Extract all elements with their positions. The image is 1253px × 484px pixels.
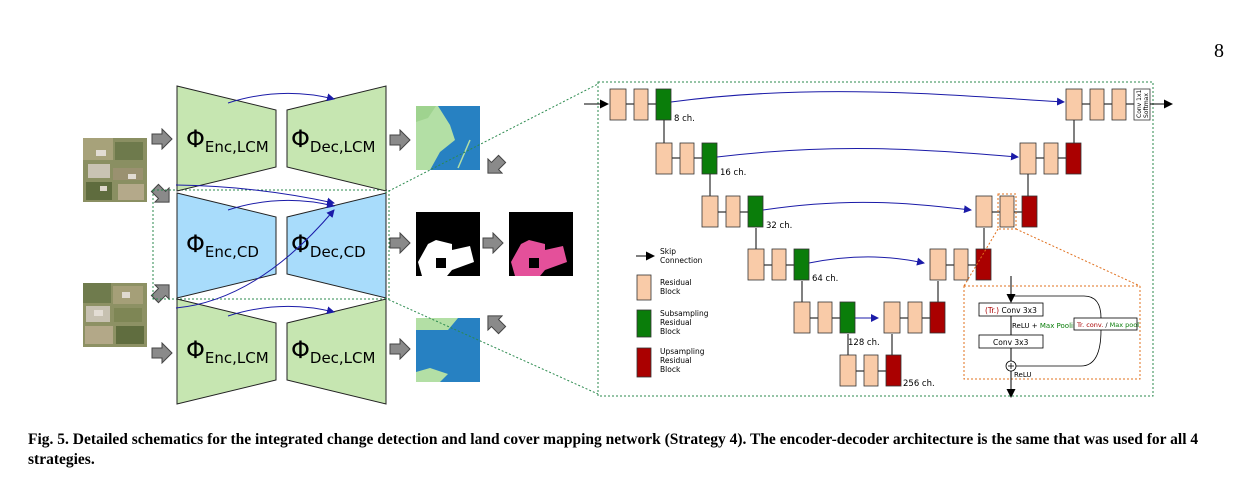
flow-arrow-icon	[482, 232, 504, 254]
final-layer-label-2: Softmax	[1143, 93, 1150, 118]
lcm-decoder-bottom	[286, 298, 387, 405]
flow-arrow-icon	[151, 342, 173, 364]
lcm-decoder-top	[286, 85, 387, 192]
svg-text:Subsampling: Subsampling	[660, 309, 709, 318]
zoomed-block-highlight	[997, 193, 1017, 230]
svg-text:Skip: Skip	[660, 247, 676, 256]
lcm-encoder-bottom	[176, 298, 277, 405]
lcm-decoder-bottom-label: ΦDec,LCM	[291, 336, 375, 367]
svg-text:Block: Block	[660, 287, 681, 296]
land-cover-map-t1	[416, 106, 480, 170]
lcm-encoder-bottom-label: ΦEnc,LCM	[186, 336, 269, 367]
residual-block-internals: (Tr.) Conv 3x3 ReLU + Max Pooling Conv 3…	[978, 276, 1139, 398]
flow-arrow-icon	[480, 308, 510, 338]
channel-label-16: 16 ch.	[720, 168, 746, 178]
final-layer-label-1: Conv 1x1	[1136, 90, 1143, 118]
svg-text:Residual: Residual	[660, 356, 692, 365]
unet-skip-connections	[670, 91, 1065, 322]
flow-arrow-icon	[389, 338, 411, 360]
lcm-encoder-top	[176, 85, 277, 192]
change-map-colored	[509, 212, 573, 276]
channel-label-8: 8 ch.	[674, 114, 695, 124]
svg-text:Upsampling: Upsampling	[660, 347, 705, 356]
lcm-decoder-top-label: ΦDec,LCM	[291, 125, 375, 156]
unet-legend: Skip Connection Residual Block Subsampli…	[636, 247, 709, 378]
conv-bottom-label: Conv 3x3	[993, 338, 1029, 347]
aerial-image-t1	[83, 138, 147, 202]
svg-text:Block: Block	[660, 365, 681, 374]
cd-network-frame	[152, 189, 390, 300]
change-map-binary	[416, 212, 480, 276]
caption-text: Detailed schematics for the integrated c…	[28, 431, 1199, 468]
land-cover-map-t2	[416, 318, 480, 382]
overview-skip-connections	[175, 92, 335, 317]
upsampling-block-swatch	[636, 347, 652, 378]
conv-top-label: (Tr.) Conv 3x3	[985, 306, 1037, 315]
flow-arrow-icon	[480, 151, 510, 181]
flow-arrow-icon	[151, 128, 173, 150]
channel-label-256: 256 ch.	[903, 379, 935, 389]
flow-arrow-icon	[147, 180, 177, 210]
svg-text:Residual: Residual	[660, 318, 692, 327]
side-branch-label: Tr. conv. / Max pool	[1076, 321, 1139, 329]
relu-output-label: ReLU	[1014, 371, 1032, 379]
unet-decoder-blocks	[883, 88, 1151, 334]
svg-text:Block: Block	[660, 327, 681, 336]
svg-text:Connection: Connection	[660, 256, 703, 265]
unet-encoder-blocks	[609, 88, 902, 387]
residual-block-detail	[963, 285, 1141, 380]
lcm-encoder-top-label: ΦEnc,LCM	[186, 125, 269, 156]
unet-detail-frame	[597, 81, 1154, 397]
subsampling-block-swatch	[636, 309, 652, 338]
caption-label: Fig. 5.	[28, 431, 69, 448]
flow-arrow-icon	[389, 232, 411, 254]
cd-encoder	[176, 192, 277, 299]
figure-caption: Fig. 5. Detailed schematics for the inte…	[28, 430, 1233, 470]
channel-label-128: 128 ch.	[848, 338, 880, 348]
cd-encoder-label: ΦEnc,CD	[186, 230, 259, 261]
svg-text:Residual: Residual	[660, 278, 692, 287]
relu-maxpool-label: ReLU + Max Pooling	[1012, 322, 1082, 330]
unet-block-links	[626, 103, 1134, 372]
residual-block-swatch	[636, 274, 652, 301]
channel-label-32: 32 ch.	[766, 221, 792, 231]
aerial-image-t2	[83, 283, 147, 347]
flow-arrow-icon	[147, 277, 177, 307]
flow-arrow-icon	[389, 129, 411, 151]
channel-label-64: 64 ch.	[812, 274, 838, 284]
figure-diagram: ΦEnc,LCM ΦDec,LCM ΦEnc,CD ΦDec,CD ΦEnc,L…	[83, 81, 1173, 405]
cd-decoder-label: ΦDec,CD	[291, 230, 366, 261]
page-number: 8	[1214, 40, 1224, 62]
